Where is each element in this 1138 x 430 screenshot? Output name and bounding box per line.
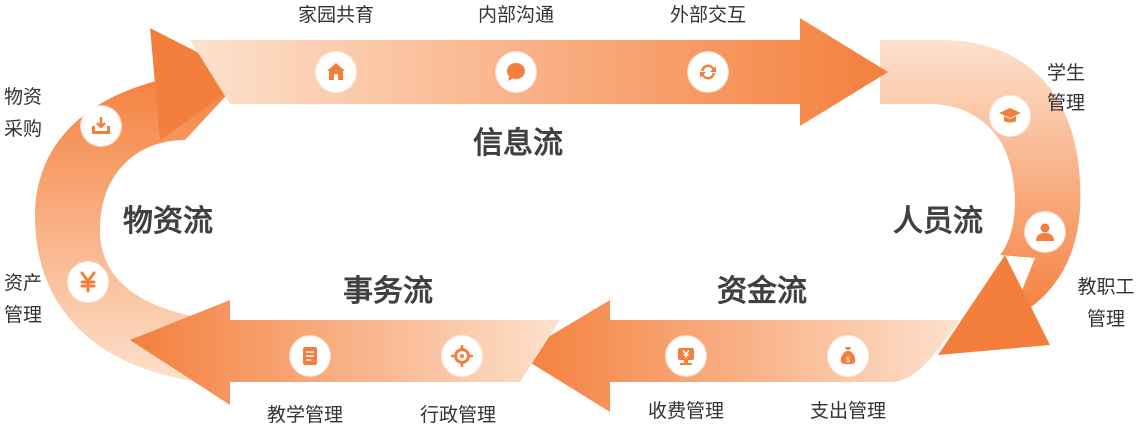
money-bag-icon: $ xyxy=(828,336,868,376)
person-icon xyxy=(1025,212,1065,252)
home-icon xyxy=(316,52,356,92)
staff-management-label-line2: 管理 xyxy=(1086,308,1126,330)
people-flow-arrowhead xyxy=(938,255,1050,355)
fund-affairs-flow-arrow xyxy=(518,300,960,412)
material-flow-title: 物资流 xyxy=(123,204,213,239)
people-flow-title: 人员流 xyxy=(893,204,983,239)
family-coeducation-label: 家园共育 xyxy=(297,4,375,26)
student-management-label-line2: 管理 xyxy=(1047,92,1086,114)
asset-management-label-line2: 管理 xyxy=(4,304,43,326)
material-purchase-label-line2: 采购 xyxy=(4,118,43,140)
affairs-flow-arrow xyxy=(130,300,560,405)
sync-icon xyxy=(688,52,728,92)
asset-management-label-line1: 资产 xyxy=(4,272,43,294)
material-purchase-label-line1: 物资 xyxy=(4,86,43,108)
chat-bubble-icon xyxy=(496,52,536,92)
target-icon xyxy=(442,336,482,376)
affairs-flow-title: 事务流 xyxy=(343,274,433,309)
document-icon xyxy=(290,336,330,376)
svg-text:$: $ xyxy=(845,355,850,364)
internal-communication-label: 内部沟通 xyxy=(477,4,555,26)
teaching-management-label: 教学管理 xyxy=(266,404,344,426)
yuan-register-icon xyxy=(666,336,706,376)
external-interaction-label: 外部交互 xyxy=(669,4,747,26)
graduation-cap-icon xyxy=(990,96,1030,136)
info-flow-title: 信息流 xyxy=(473,126,563,161)
info-flow-arrow xyxy=(190,18,888,126)
inbox-download-icon xyxy=(81,106,121,146)
fund-flow-title: 资金流 xyxy=(717,274,807,309)
staff-management-label-line1: 教职工 xyxy=(1077,276,1135,298)
payout-management-label: 支出管理 xyxy=(809,400,887,422)
administration-management-label: 行政管理 xyxy=(419,404,497,426)
fee-management-label: 收费管理 xyxy=(647,400,725,422)
material-flow-band xyxy=(35,70,250,382)
yuan-icon xyxy=(68,262,108,302)
material-flow-arrowhead xyxy=(150,28,248,140)
people-flow-band xyxy=(880,40,1081,320)
student-management-label-line1: 学生 xyxy=(1047,62,1086,84)
